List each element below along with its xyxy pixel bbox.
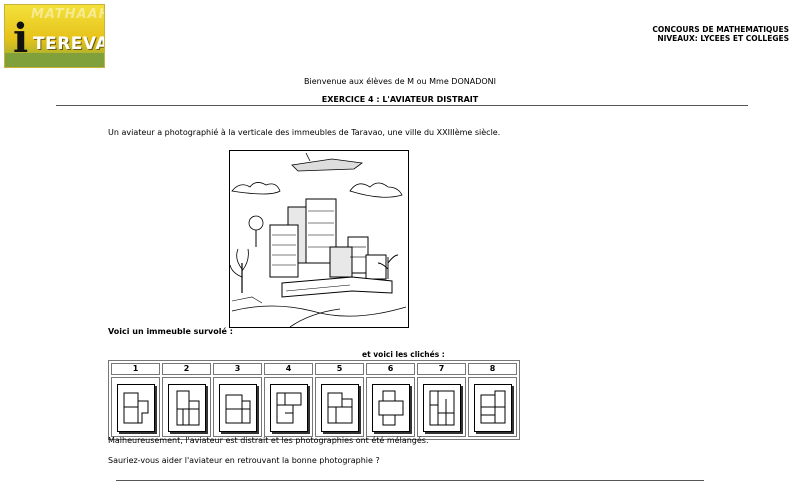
question-text: Sauriez-vous aider l'aviateur en retrouv… [108,456,380,465]
contest-header: CONCOURS DE MATHEMATIQUES NIVEAUX: LYCEE… [652,25,789,43]
photo-number-1: 1 [111,363,160,375]
photo-number-4: 4 [264,363,313,375]
photo-cell-3[interactable] [213,377,262,437]
photo-2-plan [176,390,199,425]
photo-cell-6[interactable] [366,377,415,437]
top-divider [56,105,748,106]
logo-stripe [5,53,104,67]
photo-1-plan [123,392,148,423]
photo-cell-1[interactable] [111,377,160,437]
photo-number-row: 1 2 3 4 5 6 7 8 [111,363,517,375]
photo-image-row [111,377,517,437]
photo-number-5: 5 [315,363,364,375]
contest-title: CONCOURS DE MATHEMATIQUES [652,25,789,34]
logo-letter: i [13,15,29,62]
photo-number-2: 2 [162,363,211,375]
tereva-logo: MATHAAHI i TEREVA [4,4,105,68]
photo-6[interactable] [371,383,410,432]
bottom-divider [116,480,704,481]
mixup-message: Malheureusement, l'aviateur est distrait… [108,436,429,445]
photo-8[interactable] [473,383,512,432]
building-illustration [229,150,409,328]
photo-3[interactable] [218,383,257,432]
exercise-title: EXERCICE 4 : L'AVIATEUR DISTRAIT [321,95,479,104]
photo-1[interactable] [116,383,155,432]
photo-5[interactable] [320,383,359,432]
photo-number-6: 6 [366,363,415,375]
contest-levels: NIVEAUX: LYCEES ET COLLEGES [657,34,789,43]
photo-cell-5[interactable] [315,377,364,437]
photo-cell-2[interactable] [162,377,211,437]
photo-7[interactable] [422,383,461,432]
photo-8-plan [480,390,505,423]
photo-2[interactable] [167,383,206,432]
photos-caption: et voici les clichés : [362,350,445,359]
photo-cell-8[interactable] [468,377,517,437]
welcome-message: Bienvenue aux élèves de M ou Mme DONADON… [303,77,497,86]
logo-text: TEREVA [33,34,105,54]
building-drawing [229,152,407,328]
photo-number-3: 3 [213,363,262,375]
photo-cell-7[interactable] [417,377,466,437]
photo-5-plan [327,392,352,423]
building-label: Voici un immeuble survolé : [108,327,233,336]
photo-6-plan [378,390,403,425]
photo-number-8: 8 [468,363,517,375]
photo-number-7: 7 [417,363,466,375]
photos-table: 1 2 3 4 5 6 7 8 [108,360,520,440]
photo-7-plan [429,390,454,425]
photo-4-plan [276,392,301,423]
photo-4[interactable] [269,383,308,432]
photo-cell-4[interactable] [264,377,313,437]
logo-ghost-text: MATHAAHI [31,7,104,22]
photo-3-plan [225,394,250,423]
intro-text: Un aviateur a photographié à la vertical… [108,128,501,137]
